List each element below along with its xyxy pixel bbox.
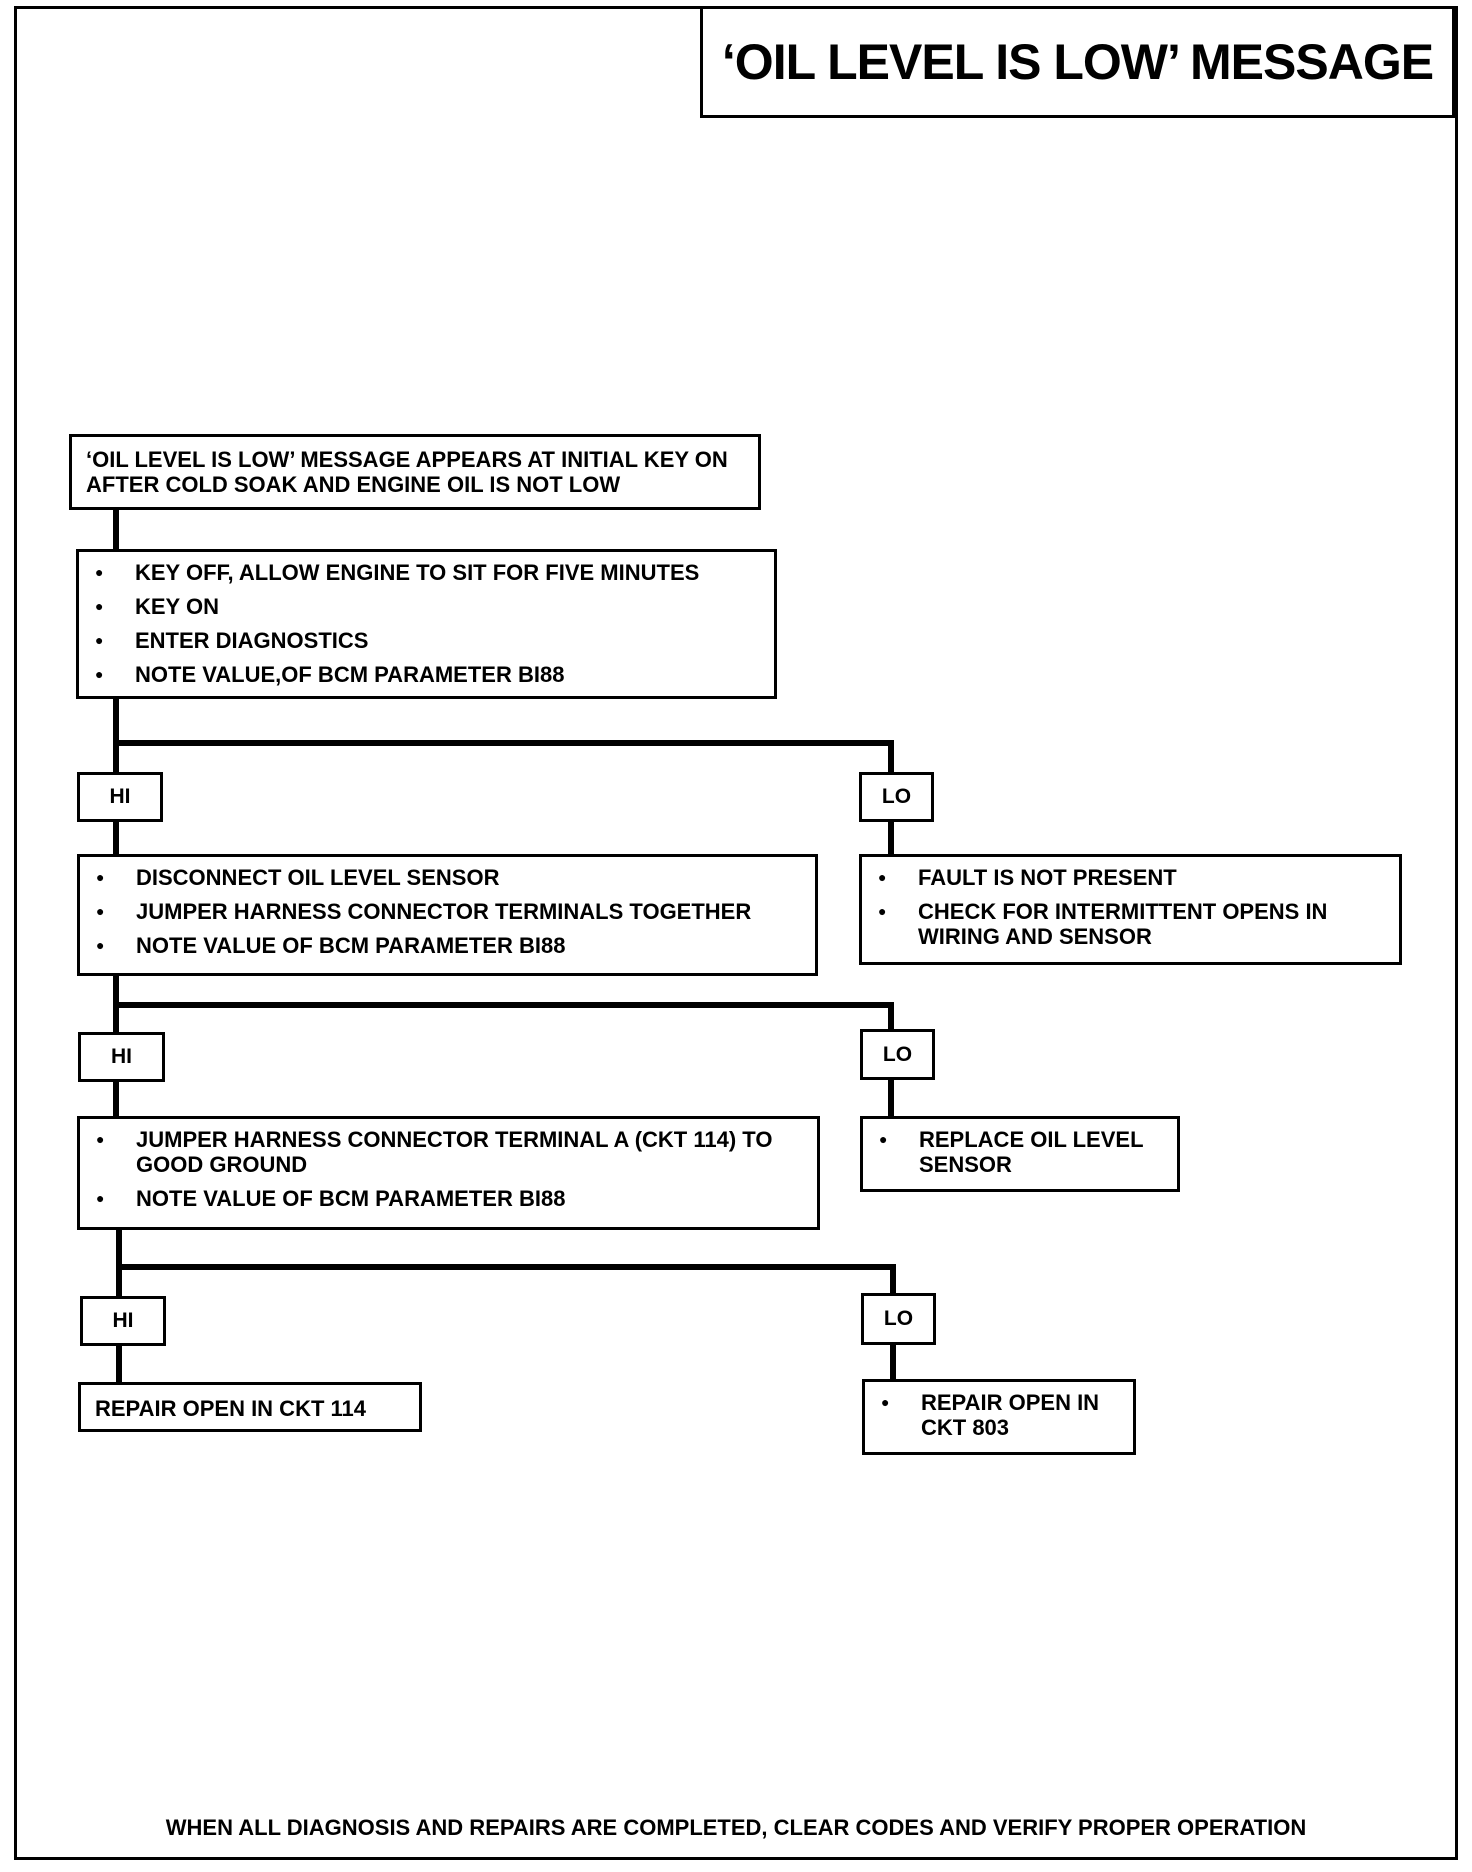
page-title: ‘OIL LEVEL IS LOW’ MESSAGE: [721, 34, 1434, 90]
connector-lo2-step3: [888, 1078, 894, 1118]
branch1-horizontal: [113, 740, 894, 746]
step1-box: KEY OFF, ALLOW ENGINE TO SIT FOR FIVE MI…: [76, 549, 777, 699]
connector-lo1-step2: [888, 818, 894, 858]
step3-lo-item: REPLACE OIL LEVEL SENSOR: [875, 1127, 1165, 1177]
branch2-lo-label: LO: [860, 1029, 935, 1080]
step3-lo-box: REPLACE OIL LEVEL SENSOR: [860, 1116, 1180, 1192]
step1-item: KEY OFF, ALLOW ENGINE TO SIT FOR FIVE MI…: [91, 560, 762, 585]
step2-hi-box: DISCONNECT OIL LEVEL SENSOR JUMPER HARNE…: [77, 854, 818, 976]
step2-hi-item: NOTE VALUE OF BCM PARAMETER BI88: [92, 933, 803, 958]
step3-hi-item: JUMPER HARNESS CONNECTOR TERMINAL A (CKT…: [92, 1127, 805, 1177]
start-condition-box: ‘OIL LEVEL IS LOW’ MESSAGE APPEARS AT IN…: [69, 434, 761, 510]
connector-hi3-step4: [116, 1344, 122, 1384]
step2-lo-box: FAULT IS NOT PRESENT CHECK FOR INTERMITT…: [859, 854, 1402, 965]
branch3-horizontal: [116, 1264, 896, 1270]
connector-step1-branch: [113, 696, 119, 776]
step2-lo-item: FAULT IS NOT PRESENT: [874, 865, 1387, 890]
step4-lo-box: REPAIR OPEN IN CKT 803: [862, 1379, 1136, 1455]
step2-hi-item: DISCONNECT OIL LEVEL SENSOR: [92, 865, 803, 890]
step3-hi-item: NOTE VALUE OF BCM PARAMETER BI88: [92, 1186, 805, 1211]
step4-hi-text: REPAIR OPEN IN CKT 114: [95, 1396, 366, 1421]
branch3-hi-label: HI: [80, 1296, 166, 1346]
connector-hi2-step3: [113, 1080, 119, 1118]
connector-lo3-step4: [890, 1342, 896, 1382]
step2-hi-item: JUMPER HARNESS CONNECTOR TERMINALS TOGET…: [92, 899, 803, 924]
step1-item: KEY ON: [91, 594, 762, 619]
step1-item: NOTE VALUE,OF BCM PARAMETER BI88: [91, 662, 762, 687]
connector-step3-branch: [116, 1226, 122, 1298]
title-box: ‘OIL LEVEL IS LOW’ MESSAGE: [700, 6, 1455, 118]
connector-start-step1: [113, 508, 119, 552]
step1-item: ENTER DIAGNOSTICS: [91, 628, 762, 653]
branch1-lo-label: LO: [859, 772, 934, 822]
step4-hi-box: REPAIR OPEN IN CKT 114: [78, 1382, 422, 1432]
branch2-lo-down: [888, 1002, 894, 1030]
branch1-lo-down: [888, 740, 894, 776]
branch2-horizontal: [113, 1002, 894, 1008]
footer-note: WHEN ALL DIAGNOSIS AND REPAIRS ARE COMPL…: [165, 1815, 1307, 1840]
step2-lo-item: CHECK FOR INTERMITTENT OPENS IN WIRING A…: [874, 899, 1387, 949]
step4-lo-item: REPAIR OPEN IN CKT 803: [877, 1390, 1121, 1440]
branch2-hi-label: HI: [78, 1032, 165, 1082]
connector-hi1-step2: [113, 818, 119, 858]
branch3-lo-label: LO: [861, 1293, 936, 1345]
step3-hi-box: JUMPER HARNESS CONNECTOR TERMINAL A (CKT…: [77, 1116, 820, 1230]
start-condition-text: ‘OIL LEVEL IS LOW’ MESSAGE APPEARS AT IN…: [86, 447, 728, 497]
branch3-lo-down: [890, 1264, 896, 1296]
branch1-hi-label: HI: [77, 772, 163, 822]
